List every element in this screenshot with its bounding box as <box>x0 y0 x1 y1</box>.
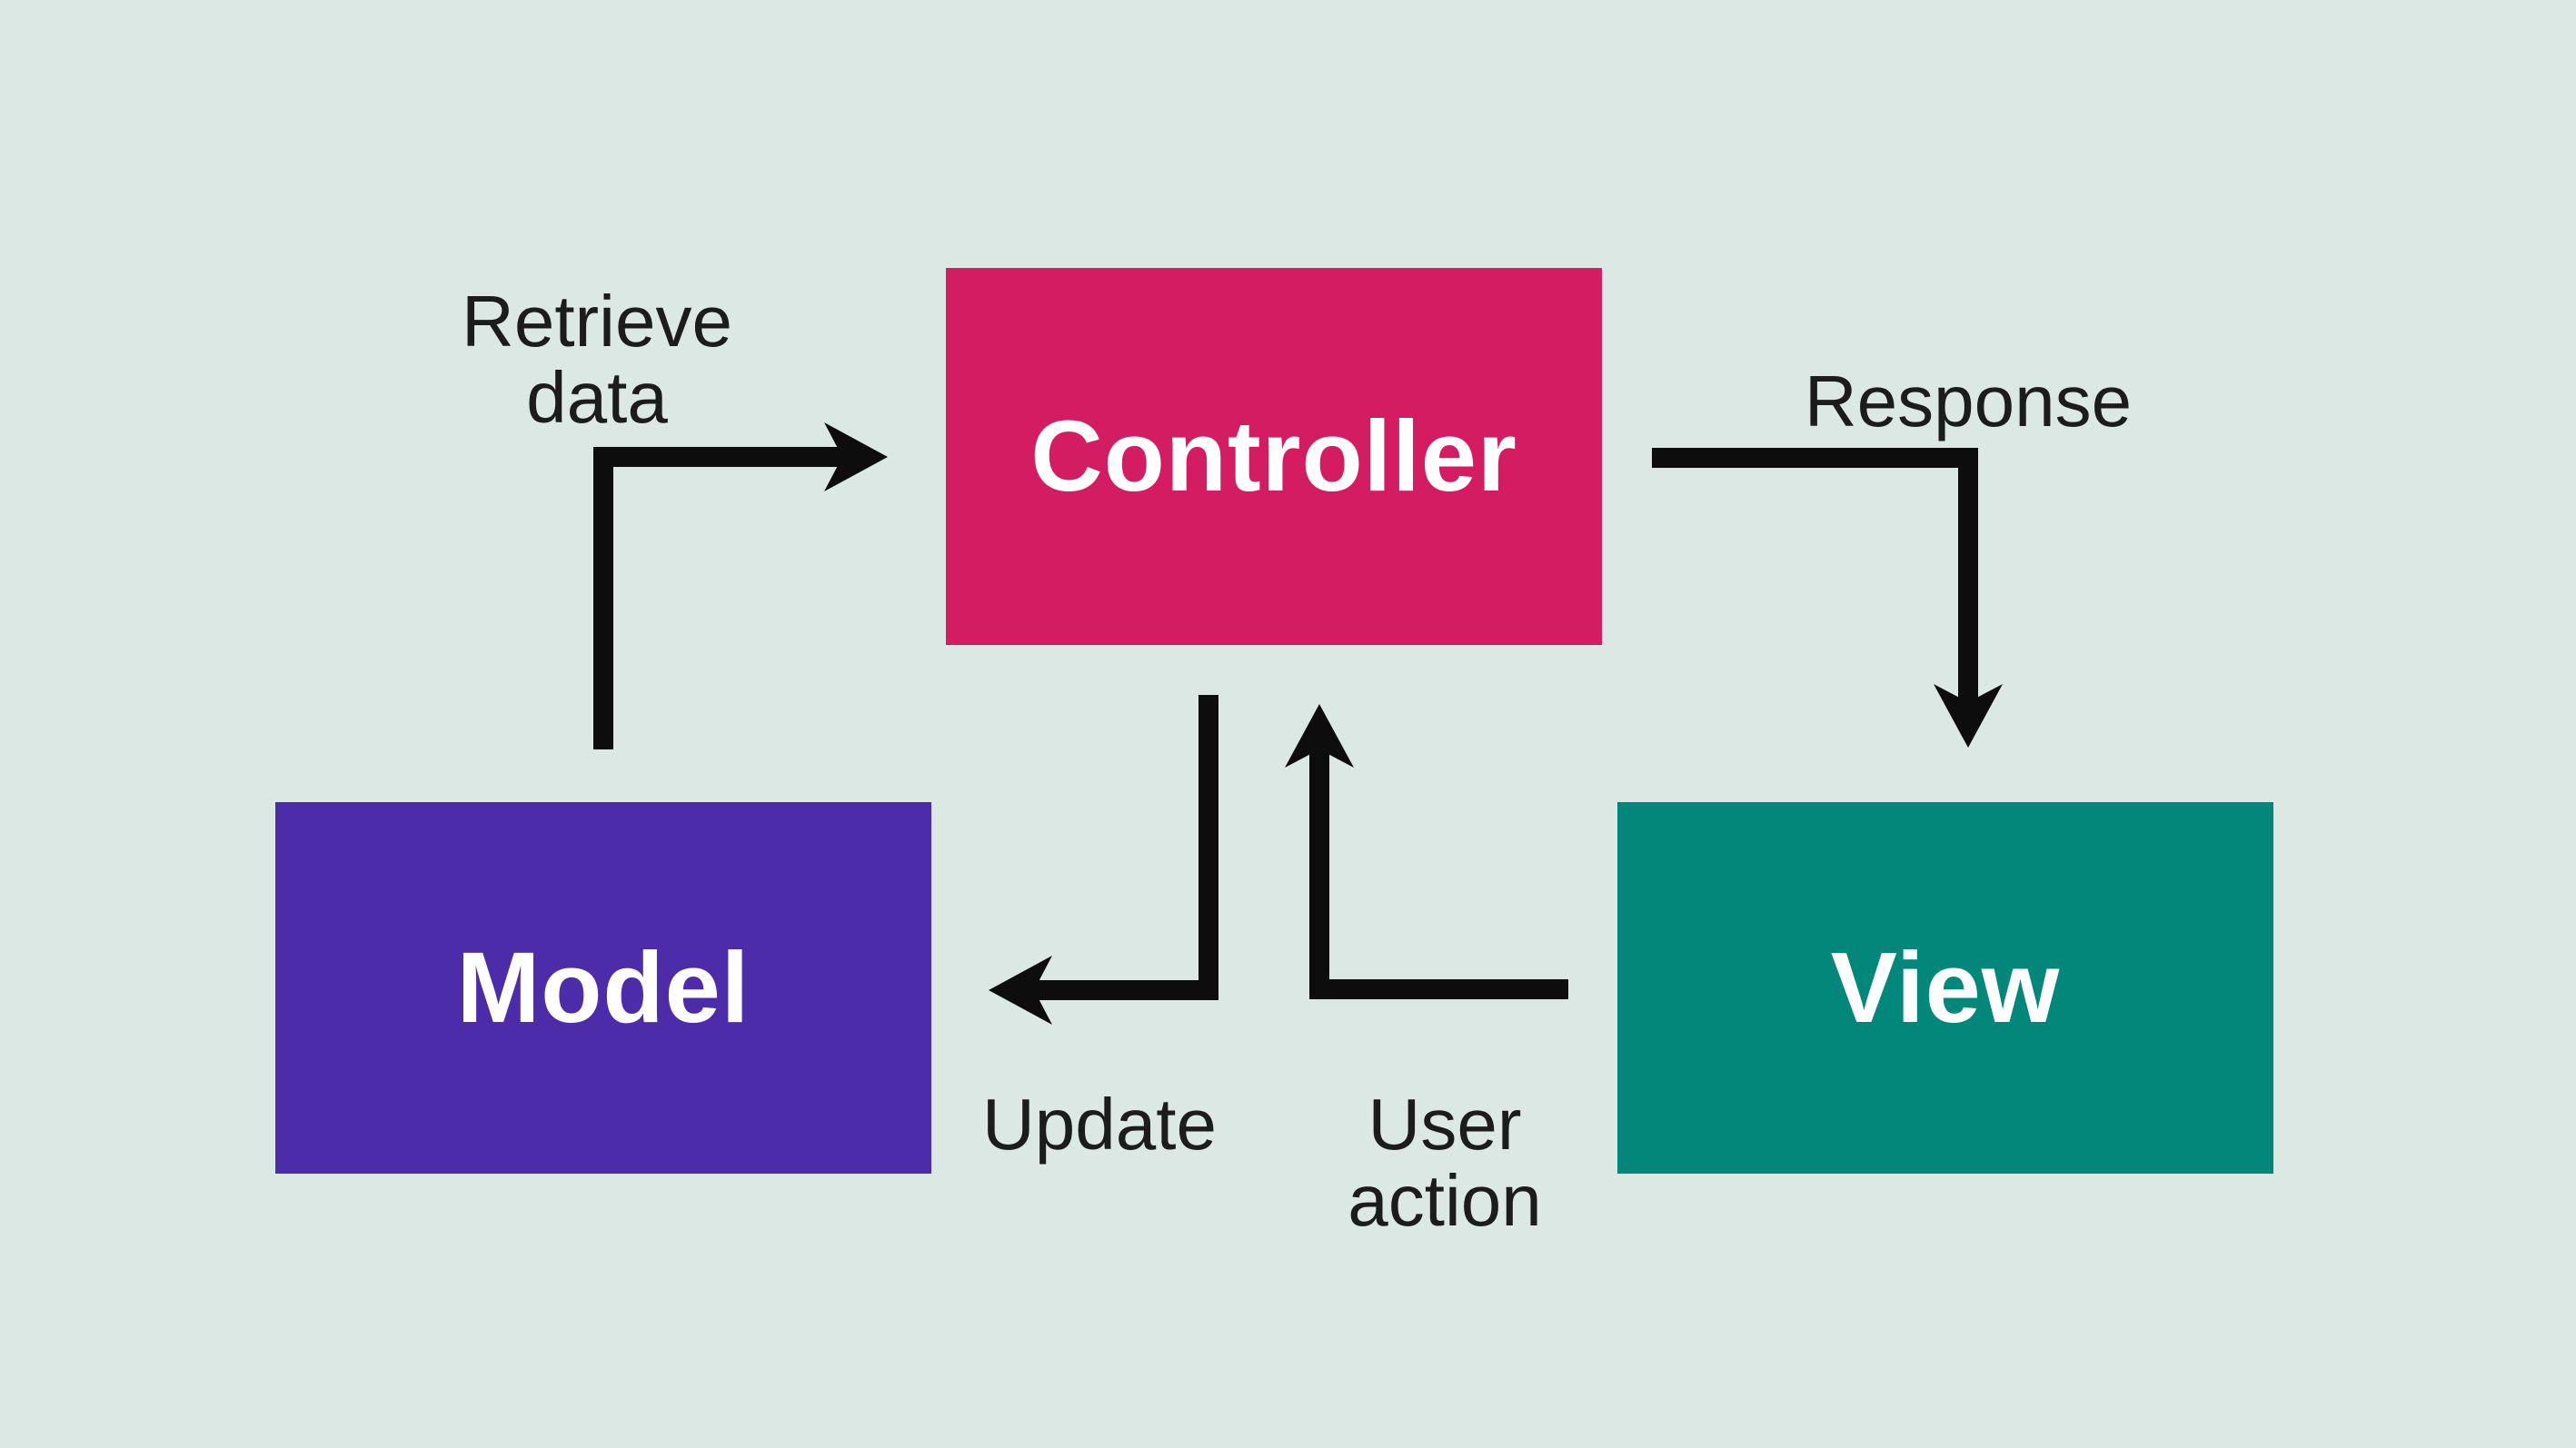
arrow-update-shaft <box>1034 695 1218 1000</box>
arrow-left-icon <box>989 956 1052 1025</box>
view-node-label: View <box>1830 932 2061 1044</box>
view-node: View <box>1617 802 2273 1174</box>
arrow-retrieve-data-shaft <box>593 447 842 749</box>
arrow-retrieve-data <box>593 422 888 749</box>
arrow-update <box>989 695 1218 1025</box>
arrow-right-icon <box>824 422 888 491</box>
controller-node: Controller <box>946 268 1602 645</box>
arrow-response-shaft <box>1652 448 1978 702</box>
retrieve-data-label: Retrieve data <box>462 281 732 438</box>
update-label: Update <box>982 1084 1217 1165</box>
model-node: Model <box>275 802 931 1174</box>
response-label: Response <box>1804 361 2133 441</box>
controller-node-label: Controller <box>1030 401 1517 512</box>
arrow-response <box>1652 448 2003 748</box>
arrow-down-icon <box>1934 684 2003 748</box>
model-node-label: Model <box>456 932 751 1044</box>
arrow-user-action <box>1285 704 1568 999</box>
arrow-up-icon <box>1285 704 1354 768</box>
user-action-label: User action <box>1348 1084 1542 1241</box>
arrow-user-action-shaft <box>1309 749 1568 999</box>
